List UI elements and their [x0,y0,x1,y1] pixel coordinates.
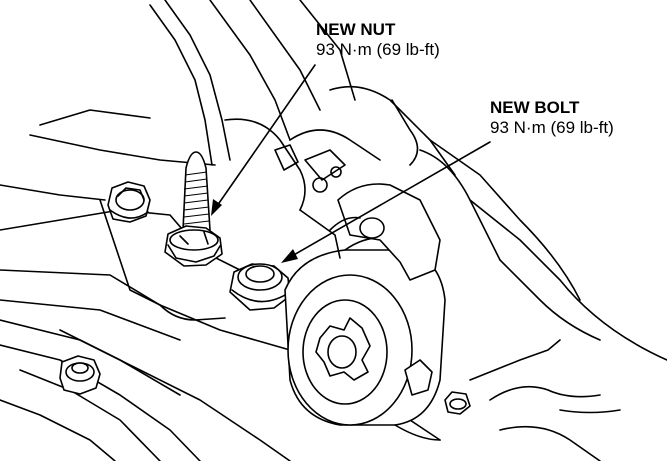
nut-arrowhead [211,199,222,216]
lower-left-bolt [59,355,101,395]
new-bolt [229,263,291,311]
stud-with-new-nut [164,151,223,267]
nut-callout-torque: 93 N·m (69 lb-ft) [316,40,440,59]
bolt-callout-title: NEW BOLT [490,98,580,117]
left-flange-bolt [107,181,151,223]
right-hardware [404,339,621,462]
leader-arrows [211,64,491,263]
bolt-callout-torque: 93 N·m (69 lb-ft) [490,118,614,137]
pulley-assembly [284,236,446,441]
nut-callout-title: NEW NUT [316,20,396,39]
mount-lobe [299,183,441,281]
engine-block-outline [0,0,667,361]
callout-new-bolt: NEW BOLT 93 N·m (69 lb-ft) [490,98,614,137]
bolt-arrowhead [281,249,298,263]
callout-new-nut: NEW NUT 93 N·m (69 lb-ft) [316,20,440,59]
